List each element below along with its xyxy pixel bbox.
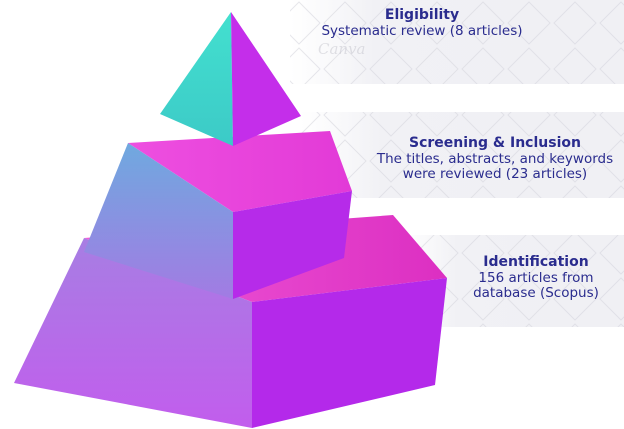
screening-title: Screening & Inclusion — [409, 135, 581, 151]
screening-label: Screening & Inclusion The titles, abstra… — [367, 135, 623, 183]
middle-front-face — [84, 143, 233, 299]
pyramid-top-tier — [160, 12, 301, 146]
eligibility-description: Systematic review (8 articles) — [321, 22, 523, 39]
eligibility-title: Eligibility — [384, 7, 460, 23]
screening-description-line-1: The titles, abstracts, and keywords — [376, 150, 614, 167]
middle-top-face — [128, 131, 352, 212]
base-side-face — [252, 278, 447, 428]
band-screening-pattern — [300, 112, 624, 198]
eligibility-label: Eligibility Systematic review (8 article… — [286, 7, 558, 39]
top-right-face — [231, 12, 301, 146]
middle-side-face — [233, 191, 352, 299]
pyramid-middle-tier — [84, 131, 352, 299]
top-left-face — [160, 12, 233, 146]
screening-description-line-2: were reviewed (23 articles) — [402, 166, 588, 183]
band-eligibility-pattern — [290, 0, 624, 84]
identification-label: Identification 156 articles from databas… — [446, 254, 624, 302]
identification-description-line-1: 156 articles from — [478, 269, 594, 286]
identification-description-line-2: database (Scopus) — [473, 285, 599, 302]
canva-watermark: Canva — [318, 40, 366, 58]
identification-title: Identification — [483, 254, 589, 270]
